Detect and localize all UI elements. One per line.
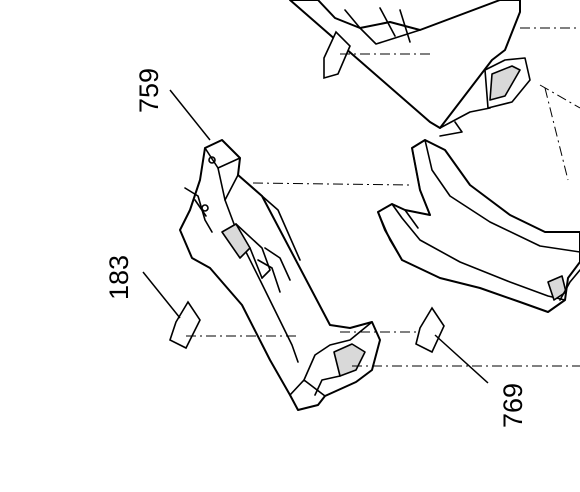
leader-759 (169, 89, 211, 141)
assembly-lines (186, 27, 580, 367)
pad-183 (169, 300, 201, 350)
pad-upper (323, 30, 351, 80)
callout-183: 183 (104, 255, 134, 300)
curved-cover-part (377, 139, 580, 313)
pad-769 (415, 306, 445, 354)
callout-759: 759 (134, 68, 164, 113)
leader-769 (434, 334, 489, 384)
main-bracket-part (179, 139, 381, 411)
upper-bracket-part (289, 0, 531, 137)
callout-769: 769 (498, 383, 528, 428)
leader-183 (142, 271, 181, 319)
